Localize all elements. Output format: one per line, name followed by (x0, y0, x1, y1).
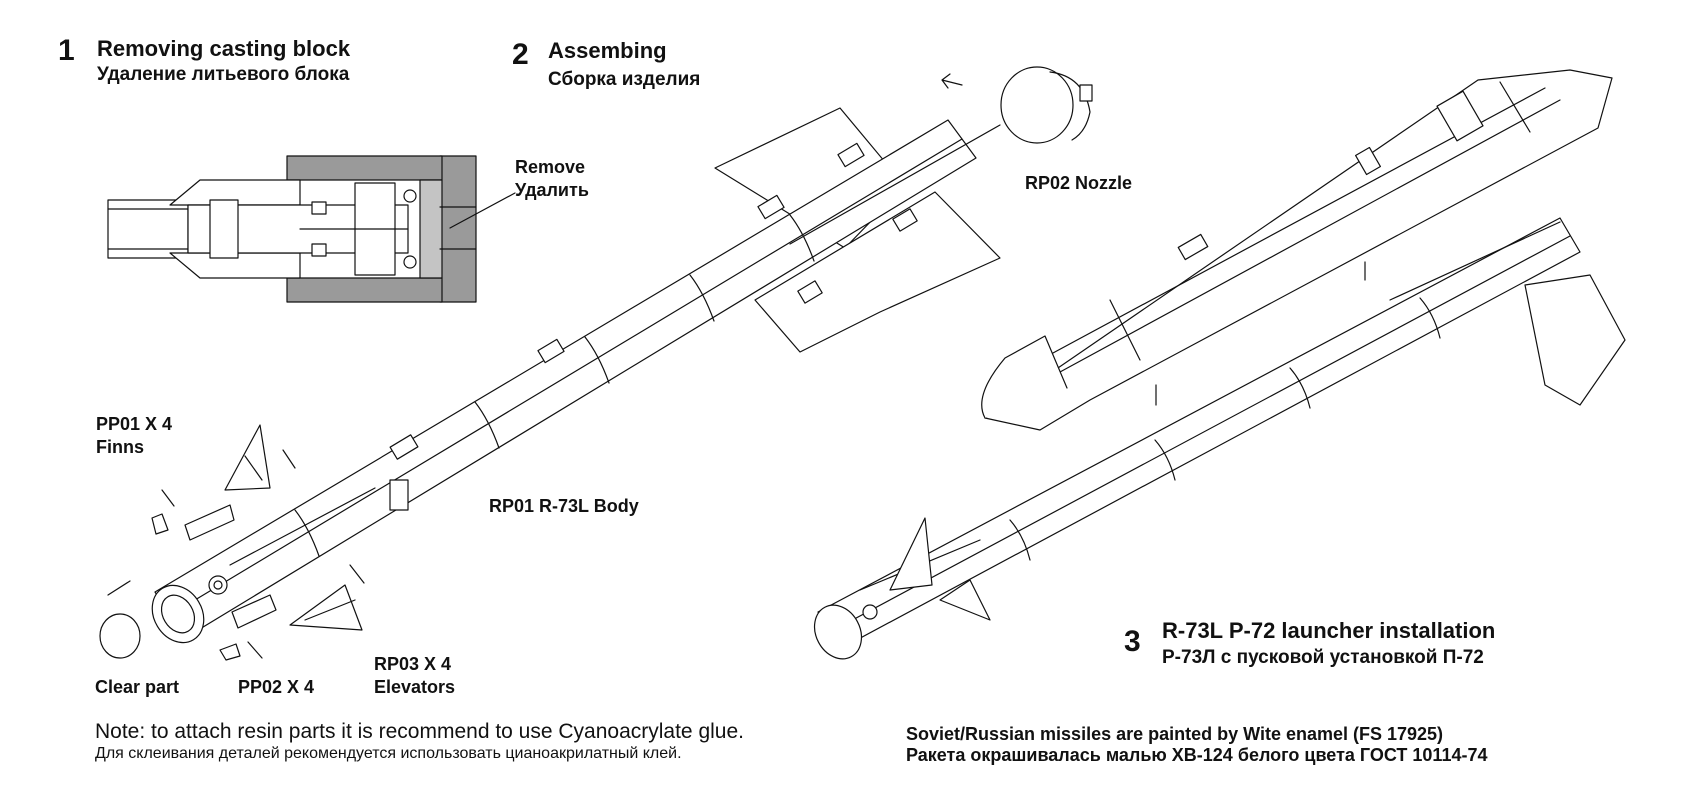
main-missile-assembly (142, 108, 1000, 652)
step-1-title: Removing casting block (97, 36, 351, 61)
step-3-title-ru: Р-73Л с пусковой установкой П-72 (1162, 647, 1484, 668)
p72-launcher-rail (985, 70, 1612, 430)
rp03-elevator-part (290, 585, 362, 630)
pp01-fin-part (225, 425, 270, 490)
remove-label: Remove (515, 157, 586, 177)
step-2-title: Assembing (548, 38, 667, 63)
paint-note: Soviet/Russian missiles are painted by W… (906, 724, 1444, 744)
casting-block-gray-bottom (287, 278, 442, 302)
rp03-label-elevators: Elevators (374, 677, 456, 697)
step-2-number: 2 (512, 38, 529, 71)
clear-part (100, 614, 140, 658)
glue-note: Note: to attach resin parts it is recomm… (95, 720, 744, 743)
step-3-number: 3 (1124, 625, 1141, 658)
pp02-label: PP02 X 4 (238, 677, 315, 697)
rp02-nozzle-part (1001, 67, 1073, 143)
pp02-part (220, 644, 240, 660)
step-1-number: 1 (58, 34, 75, 67)
rp02-nozzle-label: RP02 Nozzle (1025, 173, 1133, 193)
casting-block-gray-right (440, 156, 476, 302)
launcher-missile-nose (805, 597, 870, 667)
step-3-title: R-73L P-72 launcher installation (1162, 618, 1496, 643)
step-1-title-ru: Удаление литьевого блока (97, 64, 350, 85)
casting-block-gray-top (287, 156, 442, 180)
clear-part-label: Clear part (95, 677, 180, 697)
launcher-assembly (805, 70, 1625, 667)
remove-label-ru: Удалить (515, 180, 589, 200)
rear-fin-lower (755, 192, 1000, 352)
casting-block-detail (108, 156, 515, 302)
step-2-title-ru: Сборка изделия (548, 69, 701, 90)
rp01-body-label: RP01 R-73L Body (489, 496, 639, 516)
glue-note-ru: Для склеивания деталей рекомендуется исп… (95, 745, 682, 762)
rp03-label: RP03 X 4 (374, 654, 452, 674)
pp01-label-finns: Finns (96, 437, 144, 457)
pp01-label: PP01 X 4 (96, 414, 173, 434)
loose-parts (100, 67, 1092, 660)
paint-note-ru: Ракета окрашивалась малью ХВ-124 белого … (906, 745, 1488, 765)
